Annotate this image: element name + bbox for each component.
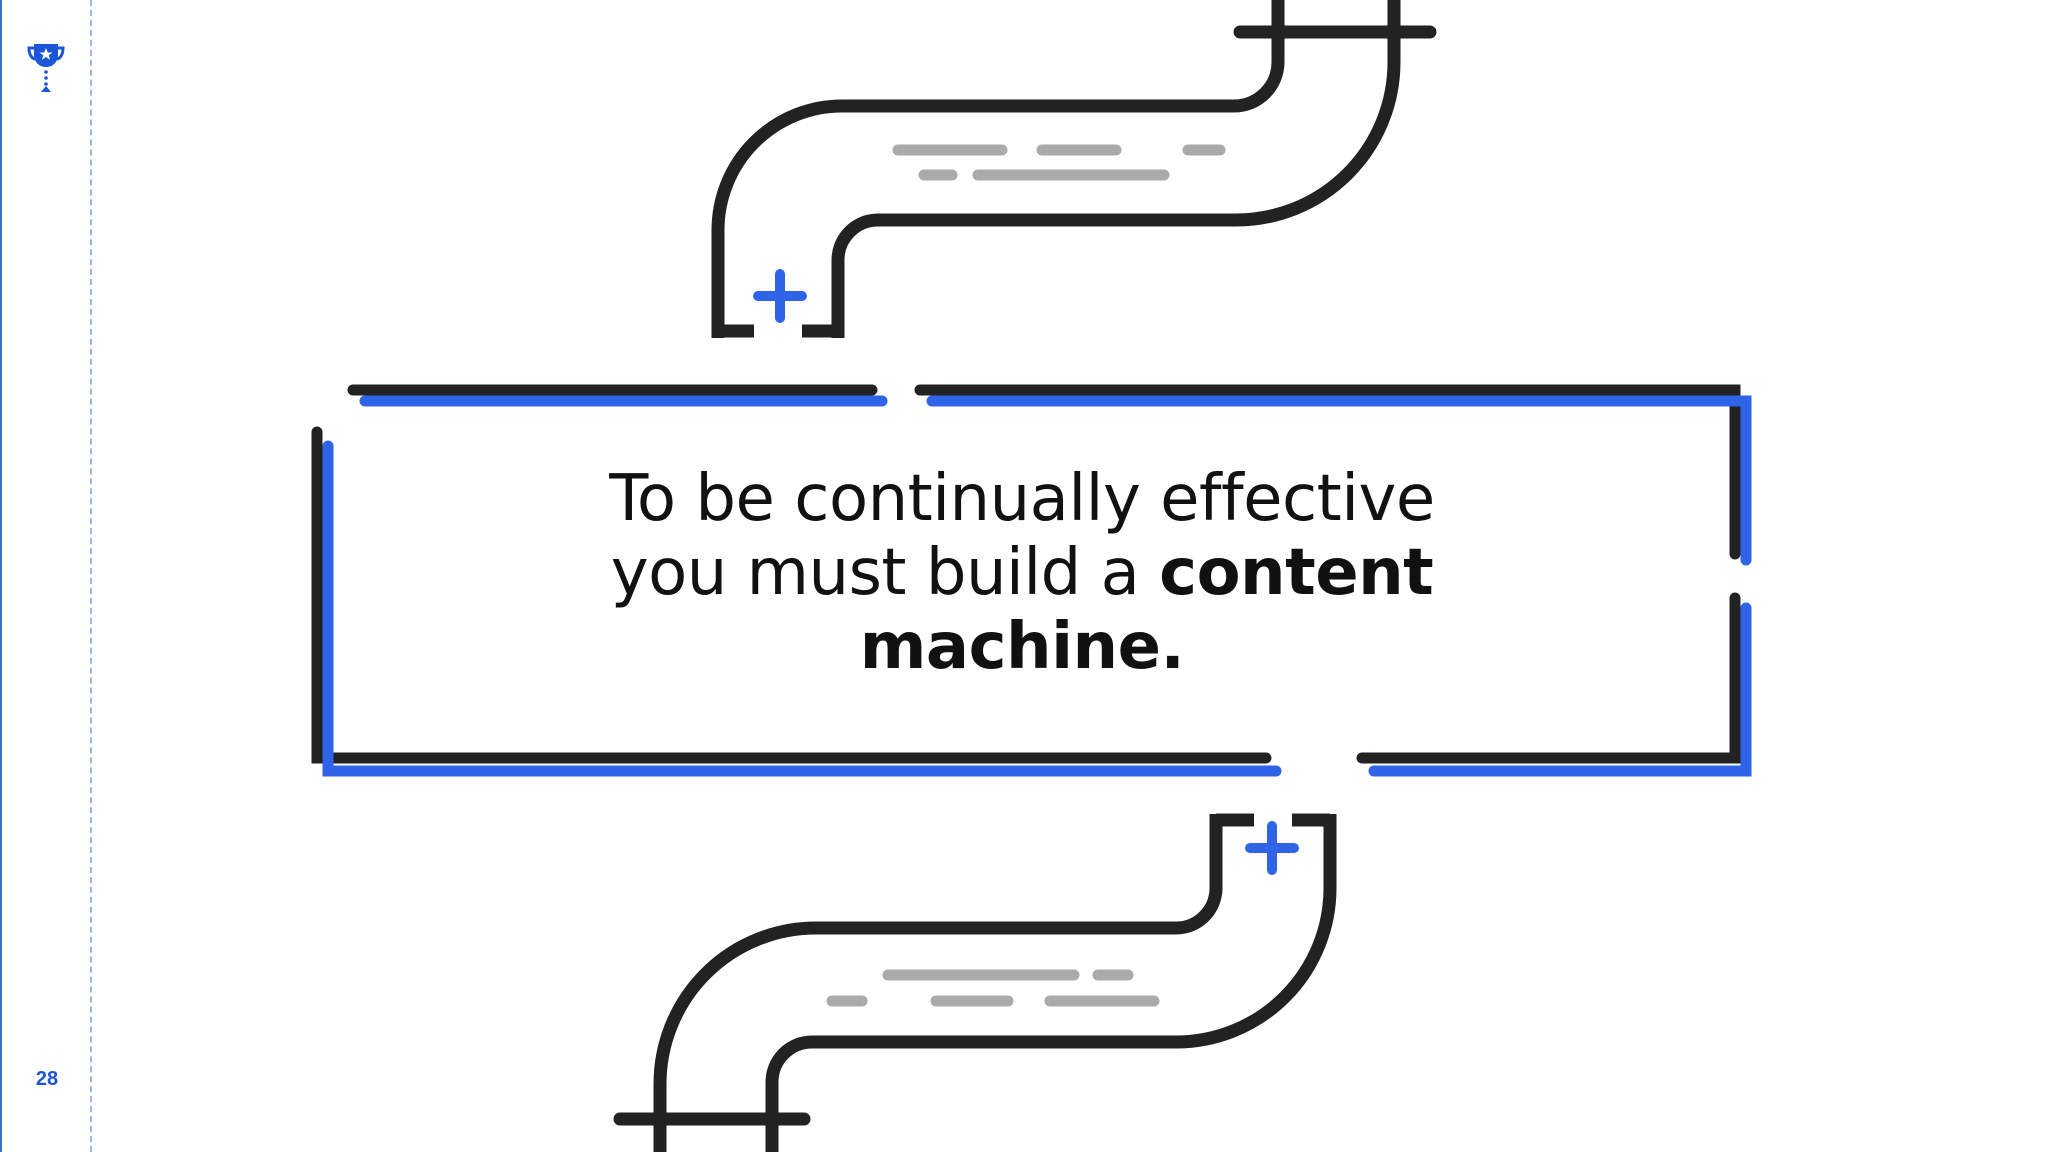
rail-divider	[90, 0, 92, 1152]
page-number: 28	[35, 1068, 59, 1090]
quote-line-2: you must build a content	[522, 536, 1522, 610]
quote-text: To be continually effective you must bui…	[522, 462, 1522, 684]
frame-blue	[322, 395, 1752, 777]
plus-icon	[1245, 821, 1299, 875]
frame-dark	[311, 384, 1741, 764]
trophy-icon	[27, 44, 65, 92]
quote-line-1: To be continually effective	[609, 462, 1435, 536]
top-pipe-text-lines	[892, 144, 1226, 181]
slide-rail: 28	[2, 0, 92, 1152]
bottom-pipe	[613, 813, 1337, 1152]
quote-line-3: machine.	[859, 610, 1185, 684]
quote-line-2-bold: content	[1159, 536, 1434, 610]
quote-line-2-regular: you must build a	[610, 536, 1160, 610]
top-pipe	[711, 0, 1437, 338]
bottom-pipe-text-lines	[826, 969, 1160, 1007]
plus-icon	[753, 269, 807, 323]
